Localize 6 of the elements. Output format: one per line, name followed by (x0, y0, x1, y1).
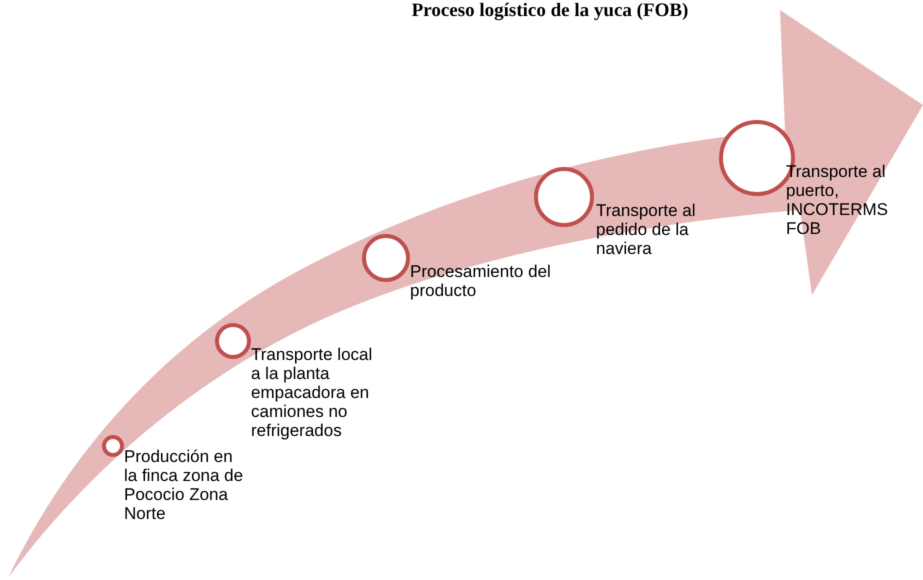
step-label: Procesamiento del producto (410, 262, 552, 300)
step-label: Transporte al pedido de la naviera (596, 201, 697, 258)
step-label: Transporte local a la planta empacadora en camiones no refrigerados (251, 345, 374, 440)
diagram-title: Proceso logístico de la yuca (FOB) (410, 0, 690, 22)
step-label: Transporte al puerto, INCOTERMS FOB (786, 162, 889, 238)
step-label: Producción en la finca zona de Pococio Zona Norte (124, 447, 244, 523)
